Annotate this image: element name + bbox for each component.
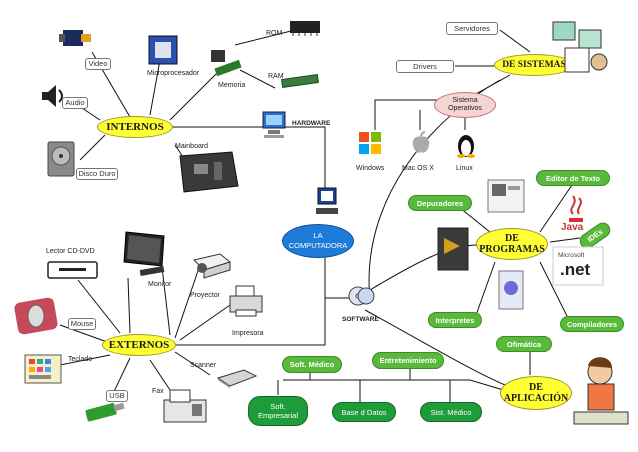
usb-drive-icon <box>82 398 128 424</box>
entretenimiento-pill: Entretenimiento <box>372 352 444 369</box>
sist-medico-box: Sist. Médico <box>420 402 482 422</box>
scanner-icon <box>214 364 260 390</box>
audio-label: Audio <box>62 97 88 109</box>
teclado-label: Teclado <box>68 356 93 363</box>
visual-studio-box-icon <box>434 224 474 274</box>
ram-module-icon <box>280 72 320 90</box>
rom-chip-icon <box>288 18 322 36</box>
windows-label: Windows <box>356 165 385 172</box>
sistema-operativo-node: Sistema Operativos <box>434 92 496 118</box>
video-label: Video <box>85 58 111 70</box>
usb-label: USB <box>106 390 128 402</box>
servers-illustration-icon <box>545 18 615 78</box>
compiladores-pill: Compiladores <box>560 316 624 332</box>
drivers-label: Drivers <box>396 60 454 73</box>
linux-tux-icon <box>455 130 477 158</box>
soft-empresarial-box: Soft. Empresarial <box>248 396 308 426</box>
apple-logo-icon <box>410 130 432 156</box>
de-programas-node: DE PROGRAMAS <box>476 228 548 260</box>
mouse-icon <box>12 292 64 338</box>
depuradores-pill: Depuradores <box>408 195 472 211</box>
mouse-label: Mouse <box>68 318 96 330</box>
woman-reading-icon <box>568 352 634 432</box>
memoria-label: Memoria <box>218 82 246 89</box>
editor-texto-pill: Editor de Texto <box>536 170 610 186</box>
speaker-icon <box>38 82 68 110</box>
monitor-label: Monitor <box>148 281 172 288</box>
fax-label: Fax <box>152 388 164 395</box>
hard-disk-icon <box>45 140 77 178</box>
windows-logo-icon <box>357 130 383 156</box>
hardware-label: HARDWARE <box>292 120 331 127</box>
microsoft-text: Microsoft <box>558 252 585 259</box>
proyector-label: Proyector <box>190 292 220 299</box>
monitor-icon <box>120 228 176 280</box>
ofimatica-pill: Ofimática <box>496 336 552 352</box>
cd-dvd-reader-icon <box>45 258 100 282</box>
servidores-label: Servidores <box>446 22 498 35</box>
la-computadora-node: LA COMPUTADORA <box>282 224 354 258</box>
hardware-computer-icon <box>260 110 288 140</box>
keyboard-icon <box>22 352 64 386</box>
microprocesador-label: Microprocesador <box>147 70 200 77</box>
soft-empresarial-label: Soft. Empresarial <box>257 402 298 420</box>
java-text: Java <box>561 222 584 233</box>
software-box-icon <box>484 176 528 216</box>
interpretes-pill: Interpretes <box>428 312 482 328</box>
lector-cd-label: Lector CD-DVD <box>46 248 95 255</box>
java-logo-icon: Java <box>555 188 595 234</box>
computer-icon <box>312 186 342 222</box>
memory-icon <box>205 42 245 82</box>
internos-node: INTERNOS <box>97 116 173 138</box>
rom-label: ROM <box>266 30 283 37</box>
mac-os-label: Mac OS X <box>402 165 434 172</box>
base-datos-box: Base d Datos <box>332 402 396 422</box>
software-disc-box-icon <box>496 268 526 312</box>
software-label: SOFTWARE <box>342 316 379 323</box>
software-discs-icon <box>346 285 376 307</box>
mainboard-icon <box>170 150 240 194</box>
soft-medico-pill: Soft. Médico <box>282 356 342 373</box>
fax-icon <box>158 386 212 430</box>
de-aplicacion-node: DE APLICACIÓN <box>500 376 572 410</box>
linux-label: Linux <box>456 165 473 172</box>
externos-node: EXTERNOS <box>102 334 176 356</box>
net-text: .net <box>560 260 591 279</box>
projector-icon <box>190 250 234 280</box>
ram-label: RAM <box>268 73 284 80</box>
disco-duro-label: Disco Duro <box>76 168 118 180</box>
scanner-label: Scanner <box>190 362 217 369</box>
impresora-label: Impresora <box>232 330 264 337</box>
mainboard-label: Mainboard <box>175 143 209 150</box>
microprocessor-icon <box>143 32 183 68</box>
dotnet-logo-icon: Microsoft .net <box>552 246 604 286</box>
sistema-operativo-label: Sistema Operativos <box>448 97 482 112</box>
video-card-icon <box>55 24 95 54</box>
printer-icon <box>226 282 266 322</box>
